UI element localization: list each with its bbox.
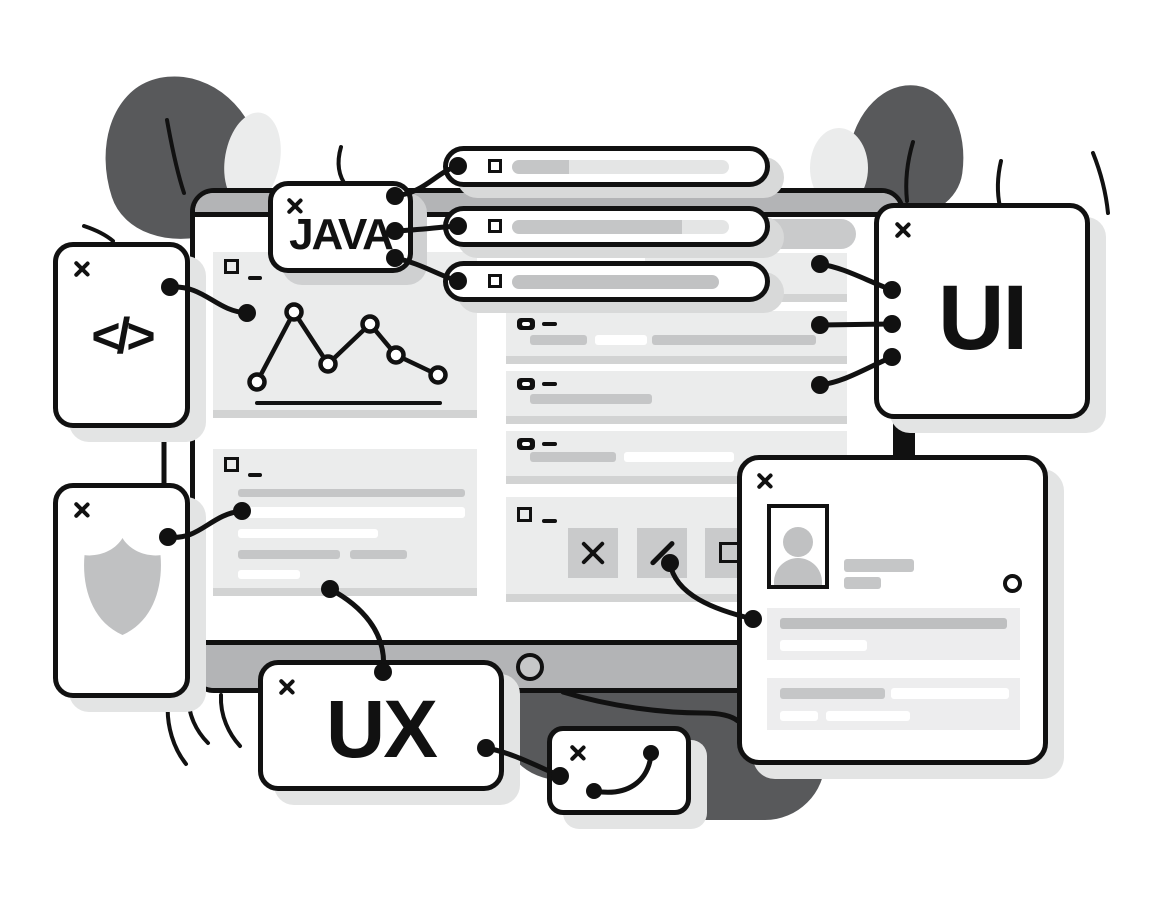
data-point	[318, 354, 338, 374]
connector-dot	[477, 739, 495, 757]
text-line	[238, 550, 340, 559]
list-row-toggle[interactable]	[517, 378, 535, 390]
connector-dot	[159, 528, 177, 546]
connector-dot	[811, 316, 829, 334]
section-line	[891, 688, 1009, 699]
pill-checkbox[interactable]	[488, 159, 502, 173]
connector-dot	[386, 249, 404, 267]
list-text	[595, 335, 647, 345]
profile-section	[767, 608, 1020, 660]
text-line	[350, 550, 407, 559]
chart-panel-dash	[248, 276, 262, 280]
data-point	[428, 365, 448, 385]
text-line	[238, 507, 465, 518]
data-point	[284, 302, 304, 322]
list-text	[624, 452, 734, 462]
ui-label: UI	[938, 267, 1028, 369]
list-row-toggle[interactable]	[517, 318, 535, 330]
edit-button[interactable]	[637, 528, 687, 578]
delete-button[interactable]	[568, 528, 618, 578]
connector-dot	[321, 580, 339, 598]
shield-icon	[84, 538, 161, 635]
pill-text	[512, 275, 719, 289]
connector-dot	[449, 217, 467, 235]
connector-dot	[386, 222, 404, 240]
pill-text	[512, 220, 729, 234]
profile-name-line	[844, 559, 914, 572]
connector-dot	[883, 348, 901, 366]
home-button[interactable]	[516, 653, 544, 681]
list-text	[530, 335, 587, 345]
chart-panel-checkbox[interactable]	[224, 259, 239, 274]
card-connector-stub	[893, 410, 915, 460]
data-point	[360, 314, 380, 334]
search-field-2[interactable]	[443, 206, 770, 247]
list-row-dash	[542, 442, 557, 446]
list-row-toggle[interactable]	[517, 438, 535, 450]
list-row-dash	[542, 382, 557, 386]
pill-checkbox[interactable]	[488, 219, 502, 233]
connector-dot	[233, 502, 251, 520]
list-text	[530, 452, 616, 462]
connector-dot	[374, 663, 392, 681]
pill-checkbox[interactable]	[488, 274, 502, 288]
connector-dot	[744, 610, 762, 628]
section-line	[826, 711, 910, 721]
ux-label: UX	[326, 684, 438, 775]
connector-dot	[811, 255, 829, 273]
connector-dot	[883, 281, 901, 299]
section-line	[780, 688, 885, 699]
toolbar-dash	[542, 519, 557, 523]
profile-photo	[767, 504, 829, 589]
connector-dot	[883, 315, 901, 333]
connector-dot	[238, 304, 256, 322]
toolbar-checkbox[interactable]	[517, 507, 532, 522]
text-line	[238, 529, 378, 538]
profile-subtitle-line	[844, 577, 881, 589]
list-row-dash	[542, 322, 557, 326]
text-line	[238, 489, 465, 497]
search-field-1[interactable]	[443, 146, 770, 187]
list-text	[652, 335, 816, 345]
search-field-3[interactable]	[443, 261, 770, 302]
section-line	[780, 711, 818, 721]
connector-dot	[811, 376, 829, 394]
connector-dot	[449, 157, 467, 175]
data-point	[386, 345, 406, 365]
gesture-dot	[586, 783, 602, 799]
connector-dot	[161, 278, 179, 296]
person-head-icon	[783, 527, 813, 557]
text-line	[238, 570, 300, 579]
connector-dot	[661, 554, 679, 572]
connector-dot	[551, 767, 569, 785]
pill-text	[512, 160, 729, 174]
connector-dot	[386, 187, 404, 205]
section-line	[780, 618, 1007, 629]
connector-dot	[449, 272, 467, 290]
data-point	[247, 372, 267, 392]
shield-card	[53, 483, 190, 698]
profile-section	[767, 678, 1020, 730]
java-label: JAVA	[289, 210, 394, 259]
code-card: </>	[53, 242, 190, 428]
section-line	[780, 640, 867, 651]
gesture-dot	[643, 745, 659, 761]
list-text	[530, 394, 652, 404]
text-panel-checkbox[interactable]	[224, 457, 239, 472]
text-panel-dash	[248, 473, 262, 477]
gesture-curve	[591, 752, 654, 795]
radio-button[interactable]	[1003, 574, 1022, 593]
ui-card: UI	[874, 203, 1090, 419]
code-label: </>	[91, 308, 155, 364]
pill-echo	[770, 219, 856, 249]
sparkline-chart	[247, 302, 448, 405]
ux-card: UX	[258, 660, 504, 791]
